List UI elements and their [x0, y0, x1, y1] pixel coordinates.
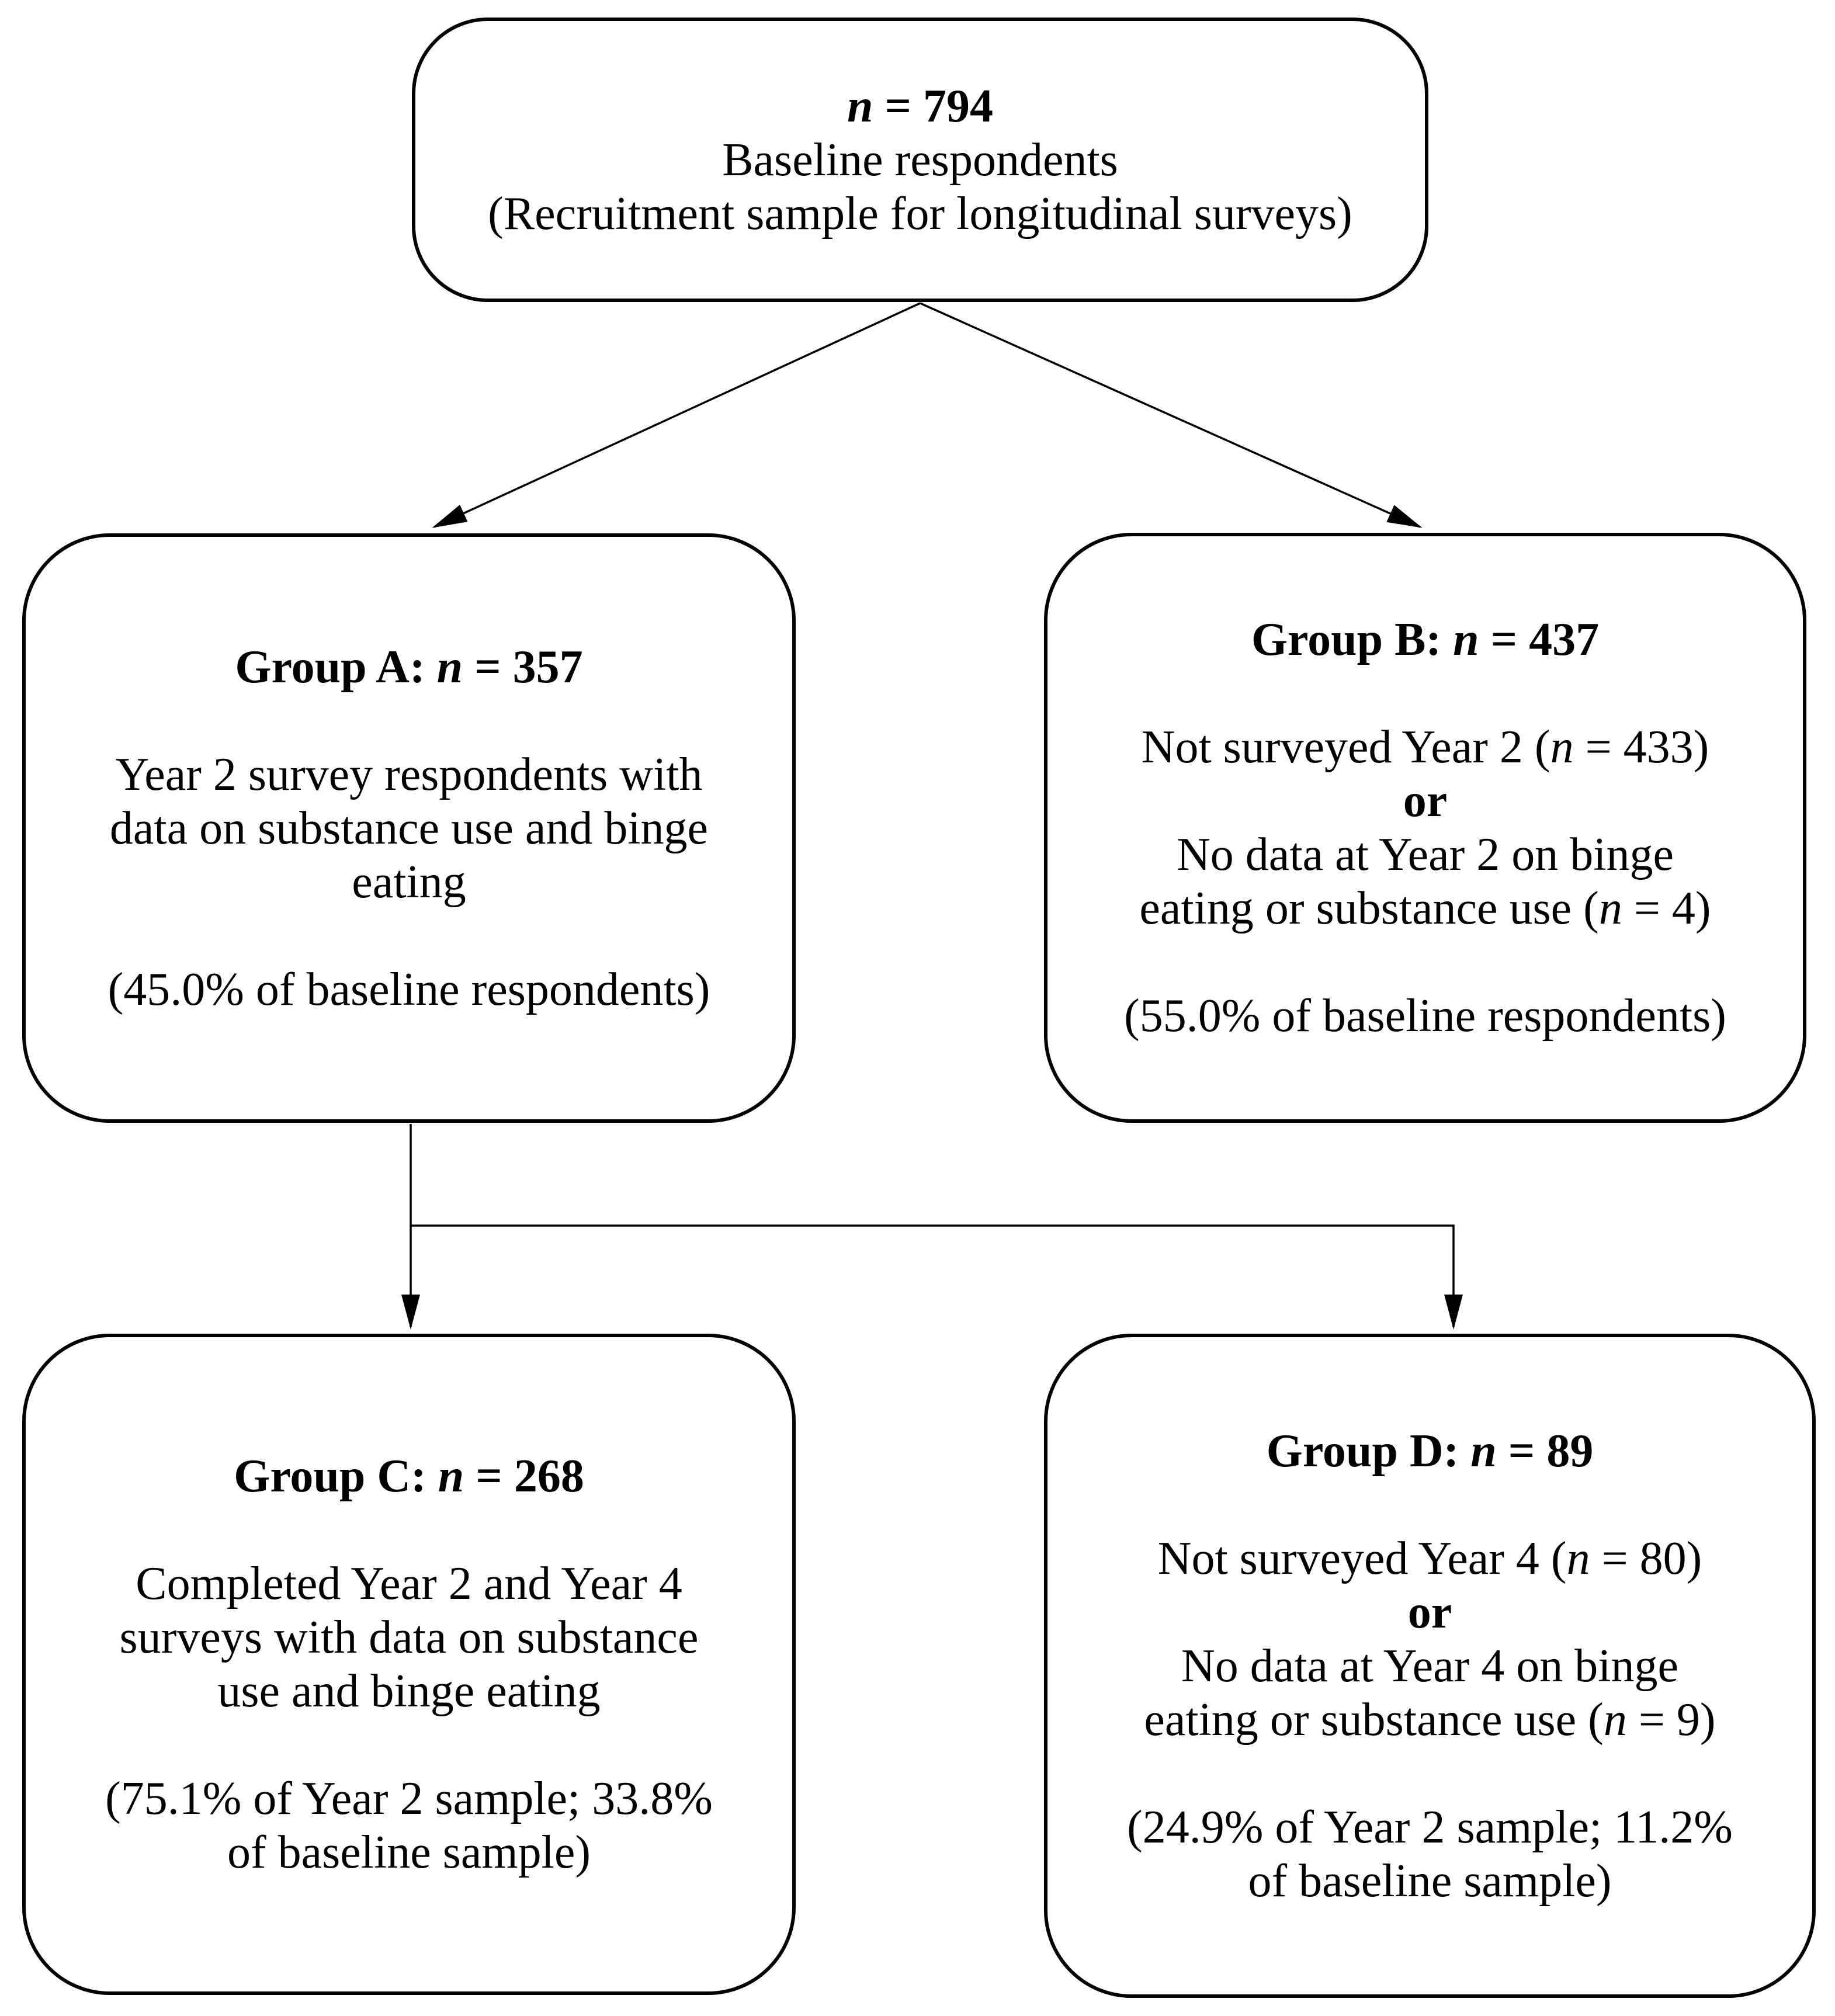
group-b-or: or [1403, 775, 1448, 827]
group-b-header: Group B: n = 437 [1251, 614, 1600, 665]
baseline-box: n = 794 Baseline respondents (Recruitmen… [412, 18, 1428, 302]
group-d-percent-line-2: of baseline sample) [1248, 1855, 1612, 1907]
group-d-or: or [1407, 1586, 1452, 1638]
group-d-header: Group D: n = 89 [1266, 1425, 1594, 1477]
group-c-desc-line-2: surveys with data on substance [119, 1612, 699, 1663]
group-a-header: Group A: n = 357 [235, 641, 583, 693]
group-c-desc-line-3: use and binge eating [217, 1665, 601, 1717]
group-b-reason-1: Not surveyed Year 2 (n = 433) [1141, 721, 1709, 773]
group-d-reason-2-line-1: No data at Year 4 on binge [1181, 1640, 1678, 1692]
group-b-reason-2-line-2: eating or substance use (n = 4) [1139, 883, 1711, 934]
group-a-desc-line-1: Year 2 survey respondents with [115, 748, 703, 800]
group-d-reason-1: Not surveyed Year 4 (n = 80) [1157, 1532, 1702, 1584]
group-a-percent-line-1: (45.0% of baseline respondents) [107, 963, 710, 1015]
group-d-reason-2-line-2: eating or substance use (n = 9) [1144, 1694, 1716, 1746]
group-a-desc-line-3: eating [352, 856, 466, 908]
arrow-baseline-to-group-a [432, 302, 921, 528]
group-c-box: Group C: n = 268 Completed Year 2 and Ye… [22, 1334, 796, 1995]
baseline-n-title: n = 794 [847, 80, 994, 132]
group-c-header: Group C: n = 268 [234, 1451, 584, 1502]
arrow-baseline-to-group-b [920, 302, 1423, 528]
arrow-group-a-to-group-d [411, 1224, 1463, 1330]
group-b-reason-2-line-1: No data at Year 2 on binge [1177, 829, 1674, 880]
group-a-box: Group A: n = 357 Year 2 survey responden… [22, 533, 796, 1123]
group-c-desc-line-1: Completed Year 2 and Year 4 [136, 1558, 682, 1609]
baseline-label: Baseline respondents [722, 134, 1118, 186]
group-a-desc-line-2: data on substance use and binge [109, 802, 709, 854]
group-d-box: Group D: n = 89 Not surveyed Year 4 (n =… [1044, 1334, 1816, 1998]
group-b-percent-line-1: (55.0% of baseline respondents) [1124, 990, 1726, 1042]
baseline-sublabel: (Recruitment sample for longitudinal sur… [488, 188, 1352, 240]
group-b-box: Group B: n = 437 Not surveyed Year 2 (n … [1044, 533, 1806, 1123]
group-c-percent-line-1: (75.1% of Year 2 sample; 33.8% [105, 1773, 713, 1824]
group-d-percent-line-1: (24.9% of Year 2 sample; 11.2% [1127, 1801, 1733, 1853]
group-c-percent-line-2: of baseline sample) [227, 1827, 591, 1878]
